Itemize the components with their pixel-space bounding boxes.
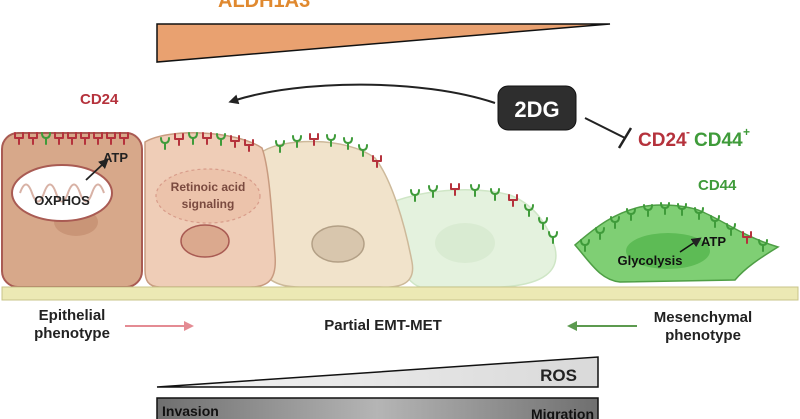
partial-emt-label: Partial EMT-MET <box>324 317 442 334</box>
retinoic-label-line2: signaling <box>182 197 235 211</box>
cd24-marker-label: CD24 <box>638 130 687 151</box>
inhibition-bar <box>617 127 633 149</box>
cd24-top-label: CD24 <box>80 91 119 108</box>
aldh-gradient-wedge <box>156 23 611 63</box>
atp-arrow-left <box>85 158 109 181</box>
inhibition-line <box>584 117 626 139</box>
cd24-negative-sign: - <box>686 125 690 139</box>
invasion-migration-bar <box>156 397 599 419</box>
atp-arrow-right <box>679 237 702 253</box>
ros-gradient-wedge <box>156 356 599 388</box>
epithelial-label-line1: Epithelial <box>39 307 106 324</box>
mesenchymal-label-line2: phenotype <box>665 327 741 344</box>
cd44-right-label: CD44 <box>698 177 737 194</box>
basement-membrane <box>1 286 799 301</box>
transition-cell-beige <box>259 140 414 288</box>
drug-box <box>497 85 577 131</box>
oxphos-label: OXPHOS <box>34 193 90 208</box>
pink-arrow-head <box>184 321 194 331</box>
transition-cell-light-green-nucleus <box>435 223 495 263</box>
green-arrow-head <box>567 321 577 331</box>
aldh-label: ALDH1A3 <box>218 0 310 12</box>
glycolysis-label: Glycolysis <box>617 253 682 268</box>
mesenchymal-cell-nucleus <box>626 233 710 269</box>
migration-label: Migration <box>531 406 594 419</box>
cd44-positive-sign: + <box>743 125 750 139</box>
atp-right-label: ATP <box>701 234 726 249</box>
epithelial-label-line2: phenotype <box>34 325 110 342</box>
transition-cell-peach-nucleus <box>180 224 230 258</box>
retinoic-label-line1: Retinoic acid <box>171 180 246 194</box>
ros-label: ROS <box>540 366 577 385</box>
reversion-arrow <box>228 83 496 105</box>
mesenchymal-label-line1: Mesenchymal <box>654 309 752 326</box>
atp-left-label: ATP <box>103 150 128 165</box>
invasion-label: Invasion <box>162 403 219 419</box>
cd44-marker-label: CD44 <box>694 130 743 151</box>
transition-cell-beige-nucleus <box>311 225 365 263</box>
retinoic-acid-region <box>155 168 261 224</box>
drug-label: 2DG <box>514 97 559 122</box>
